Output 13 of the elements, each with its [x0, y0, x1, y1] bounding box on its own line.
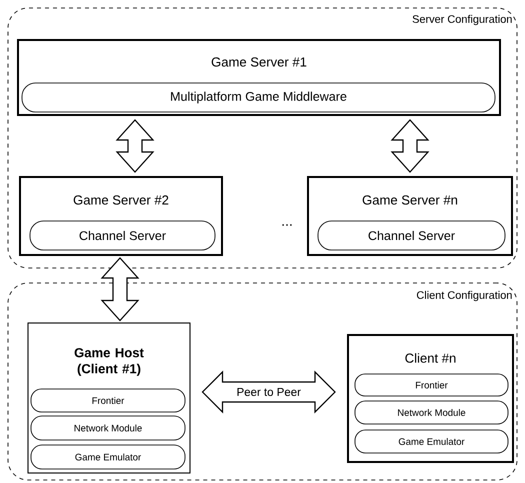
double-arrow — [390, 119, 430, 173]
module-pill: Game Emulator — [354, 430, 508, 454]
module-pill: Channel Server — [30, 220, 216, 250]
module-pill: Network Module — [30, 416, 186, 440]
ellipsis: ... — [282, 224, 292, 226]
double-arrow — [100, 257, 140, 322]
module-pill: Channel Server — [318, 220, 506, 250]
module-pill: Frontier — [30, 388, 186, 412]
module-pill: Frontier — [354, 374, 508, 396]
module-pill: Game Emulator — [30, 444, 186, 470]
module-pill: Network Module — [354, 400, 508, 424]
double-arrow — [116, 119, 154, 173]
module-pill: Multiplatform Game Middleware — [22, 82, 496, 112]
